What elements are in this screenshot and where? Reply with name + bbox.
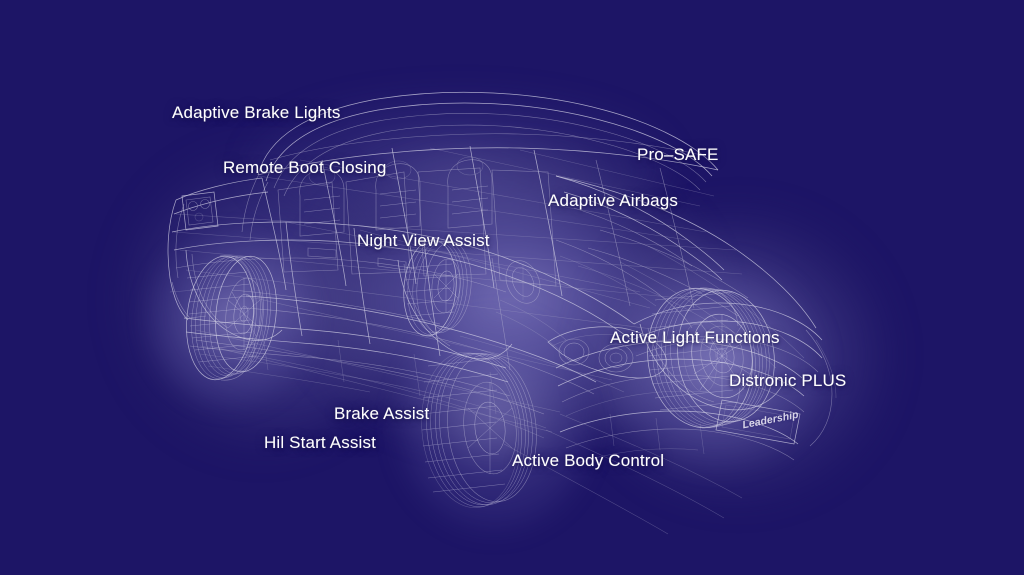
- wheel-rear-right: [421, 351, 537, 509]
- callout-brake-assist[interactable]: Brake Assist: [334, 404, 430, 423]
- glow-wheel-rear: [150, 235, 310, 405]
- callout-hil-start-assist[interactable]: Hil Start Assist: [264, 433, 376, 452]
- body-sides: [168, 178, 634, 397]
- callout-pro-safe[interactable]: Pro–SAFE: [637, 145, 719, 164]
- glow-wheel-front-right: [620, 265, 820, 465]
- wheel-front-right: [639, 287, 783, 429]
- glow-wheel-front: [400, 320, 590, 530]
- callout-active-body-control[interactable]: Active Body Control: [512, 451, 665, 470]
- callout-distronic-plus[interactable]: Distronic PLUS: [729, 371, 847, 390]
- wheel-front-left: [400, 238, 472, 338]
- callout-adaptive-brake-lights[interactable]: Adaptive Brake Lights: [172, 103, 341, 122]
- license-plate-badge: Leadership: [741, 408, 800, 432]
- callout-adaptive-airbags[interactable]: Adaptive Airbags: [548, 191, 678, 210]
- callout-night-view-assist[interactable]: Night View Assist: [357, 231, 490, 250]
- sweep-lines: [503, 245, 805, 535]
- wheel-rear-left: [181, 255, 282, 381]
- callout-remote-boot-closing[interactable]: Remote Boot Closing: [223, 158, 387, 177]
- callout-active-light-functions[interactable]: Active Light Functions: [610, 328, 780, 347]
